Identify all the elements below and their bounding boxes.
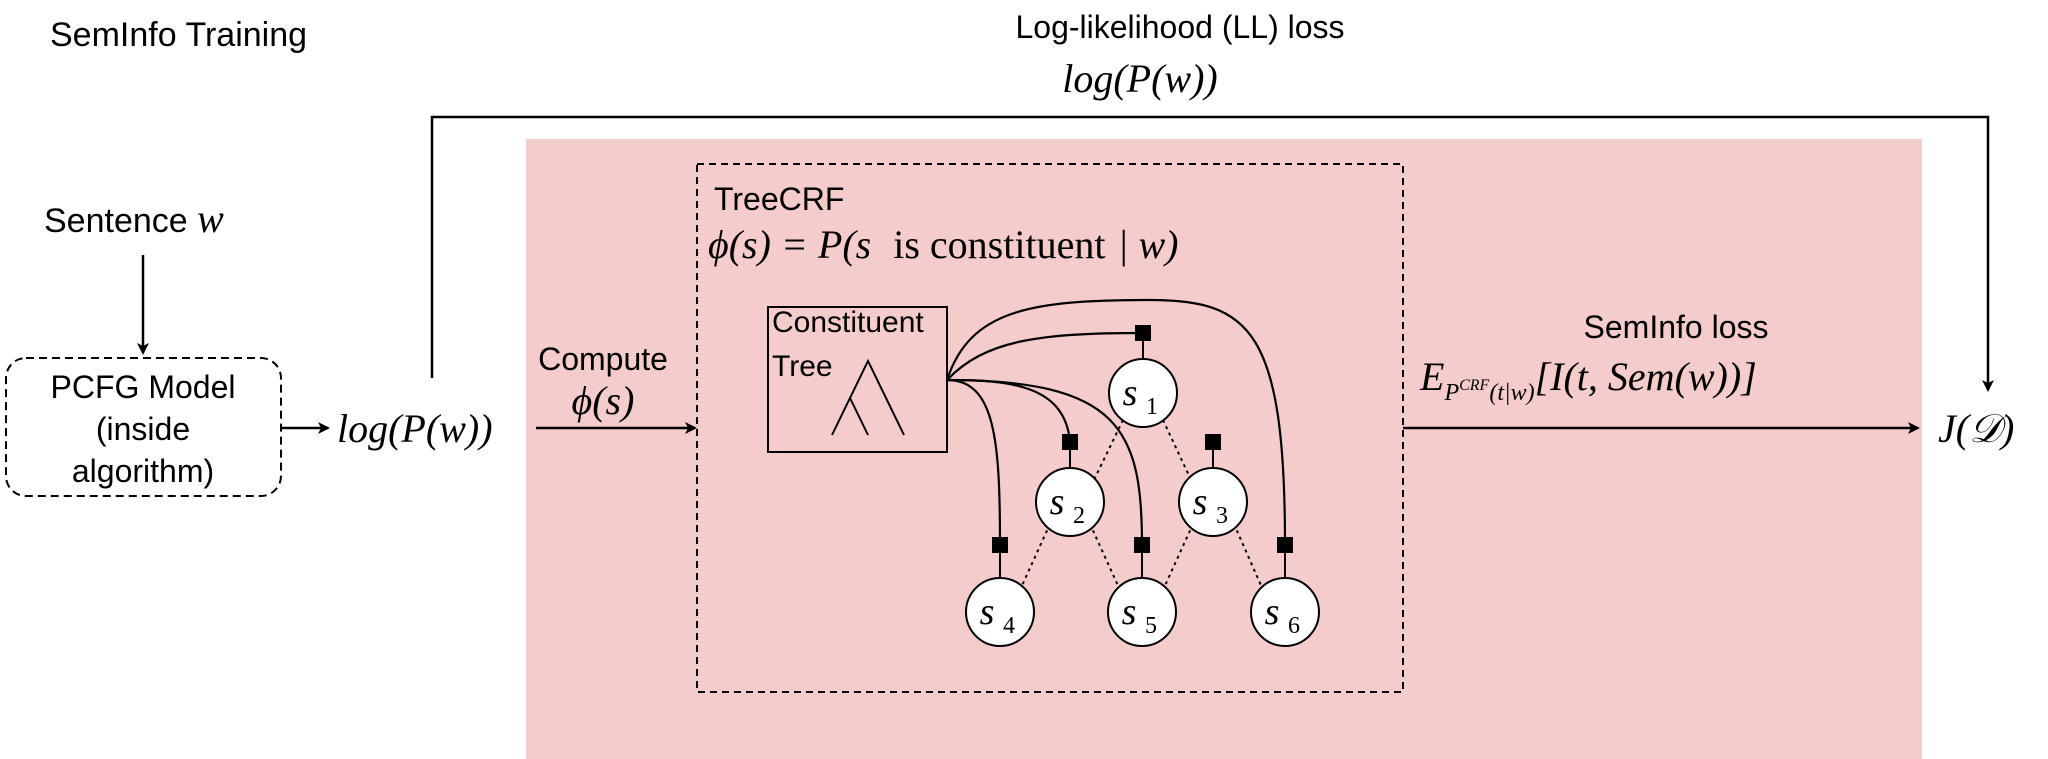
factor-s3 xyxy=(1205,434,1221,450)
constituent-tree-line2: Tree xyxy=(772,350,833,383)
svg-text:s: s xyxy=(1265,591,1280,633)
node-s1: s 1 xyxy=(1108,358,1178,428)
factor-s4 xyxy=(992,537,1008,553)
factor-s1 xyxy=(1135,325,1151,341)
svg-text:6: 6 xyxy=(1288,613,1300,639)
factor-s5 xyxy=(1134,537,1150,553)
factor-s6 xyxy=(1277,537,1293,553)
treecrf-title: TreeCRF xyxy=(714,181,844,217)
svg-text:s: s xyxy=(980,591,995,633)
pcfg-model-box xyxy=(5,357,282,497)
svg-text:5: 5 xyxy=(1145,613,1157,639)
treecrf-box xyxy=(696,163,1404,693)
compute-math: ϕ(s) xyxy=(572,378,635,423)
pcfg-model-line1: PCFG Model xyxy=(51,369,236,405)
pcfg-model-line2: (inside xyxy=(96,411,190,447)
node-s5: s 5 xyxy=(1107,577,1177,647)
svg-text:3: 3 xyxy=(1216,503,1228,529)
pcfg-model-line3: algorithm) xyxy=(72,453,214,489)
diagram-title: SemInfo Training xyxy=(50,16,307,54)
tree-glyph xyxy=(831,358,905,436)
constituent-tree-line1: Constituent xyxy=(772,306,924,339)
node-dotted-edges xyxy=(1019,419,1264,591)
factor-squares xyxy=(992,325,1293,553)
factor-edges xyxy=(945,298,1287,546)
node-s6: s 6 xyxy=(1250,577,1320,647)
seminfo-region xyxy=(526,139,1922,759)
svg-text:s: s xyxy=(1193,481,1208,523)
node-s3: s 3 xyxy=(1178,467,1248,537)
seminfo-loss-label: SemInfo loss xyxy=(1584,309,1769,345)
svg-text:2: 2 xyxy=(1073,503,1085,529)
objective-label: J(𝒟) xyxy=(1938,406,2014,451)
ll-loss-math: log(P(w)) xyxy=(1062,56,1218,101)
seminfo-loss-math: EPCRF(t|w)[I(t, Sem(w))] xyxy=(1419,354,1757,406)
svg-text:s: s xyxy=(1122,591,1137,633)
svg-text:s: s xyxy=(1123,372,1138,414)
ll-loss-arrow xyxy=(430,115,1994,392)
svg-text:s: s xyxy=(1050,481,1065,523)
log-pw-label: log(P(w)) xyxy=(337,406,493,451)
svg-text:4: 4 xyxy=(1003,613,1015,639)
sentence-label: Sentence w xyxy=(44,196,224,241)
ll-loss-label: Log-likelihood (LL) loss xyxy=(1015,9,1344,45)
node-s4: s 4 xyxy=(965,577,1035,647)
node-s2: s 2 xyxy=(1035,467,1105,537)
factor-s2 xyxy=(1062,434,1078,450)
svg-text:1: 1 xyxy=(1146,394,1158,420)
compute-label: Compute xyxy=(538,341,668,377)
